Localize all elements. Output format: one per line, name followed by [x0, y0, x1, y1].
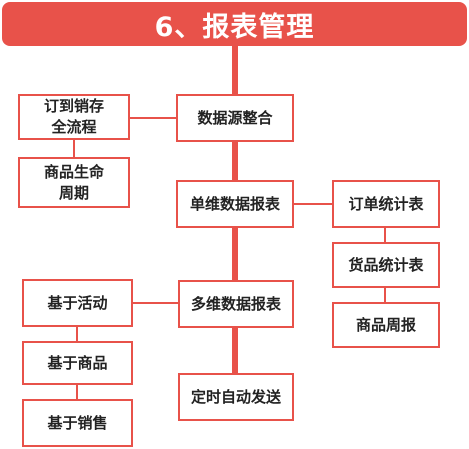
connector-integration-left	[130, 117, 176, 119]
connector-multi-left	[133, 302, 178, 304]
node-multi-dimension-report: 多维数据报表	[178, 280, 294, 328]
node-order-to-stock-process: 订到销存 全流程	[18, 94, 130, 140]
connector-right-stack-1	[384, 228, 386, 242]
connector-left-stack-3	[76, 385, 78, 399]
node-by-product: 基于商品	[22, 341, 133, 385]
node-goods-statistics: 货品统计表	[332, 242, 440, 288]
node-by-sales: 基于销售	[22, 399, 133, 447]
node-data-source-integration: 数据源整合	[176, 94, 294, 142]
node-product-weekly-report: 商品周报	[332, 302, 440, 348]
node-single-dimension-report: 单维数据报表	[176, 180, 294, 228]
connector-single-right	[294, 203, 332, 205]
connector-left-stack-1	[73, 140, 75, 157]
connector-left-stack-2	[76, 327, 78, 341]
page-title: 6、报表管理	[2, 2, 467, 46]
node-by-activity: 基于活动	[22, 279, 133, 327]
node-order-statistics: 订单统计表	[332, 180, 440, 228]
node-scheduled-auto-send: 定时自动发送	[178, 373, 294, 421]
node-product-lifecycle: 商品生命 周期	[18, 157, 130, 208]
connector-right-stack-2	[384, 288, 386, 302]
